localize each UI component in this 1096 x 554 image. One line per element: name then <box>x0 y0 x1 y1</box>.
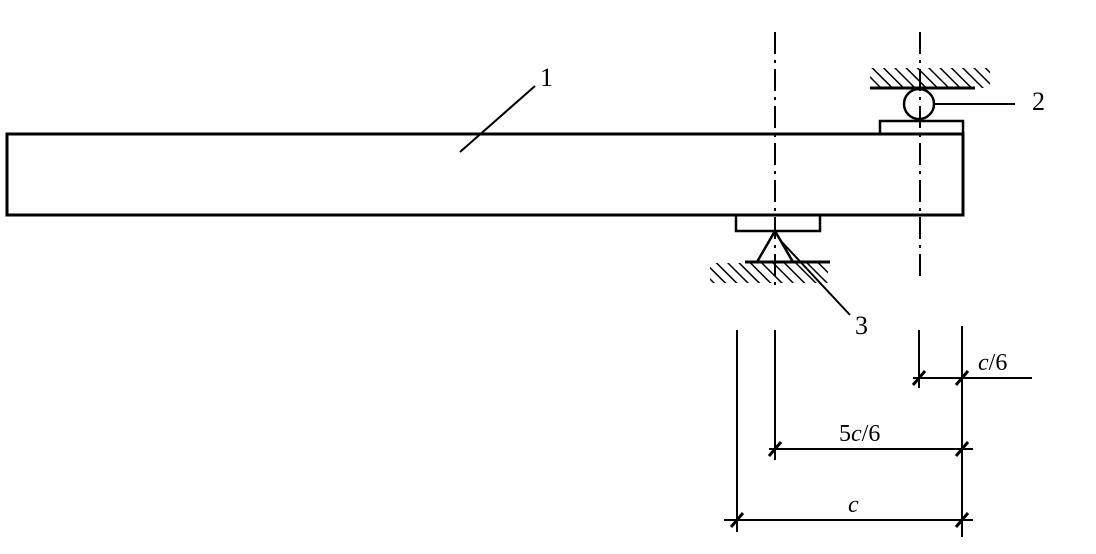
dim-label-five-c-sixth: 5c/6 <box>839 421 880 447</box>
roller-pad <box>878 119 965 136</box>
dimension-c: c <box>724 492 973 528</box>
leader-pivot <box>779 239 851 316</box>
leader-beam <box>459 85 536 153</box>
dim-label-c: c <box>848 492 859 518</box>
callout-pivot: 3 <box>855 311 868 340</box>
callout-beam: 1 <box>540 63 553 92</box>
beam <box>5 132 965 217</box>
roller-support <box>870 68 990 121</box>
pivot-support <box>710 228 830 283</box>
dimension-five-c-sixth: 5c/6 <box>767 421 973 457</box>
callout-roller: 2 <box>1032 87 1045 116</box>
pivot-pad <box>734 213 822 233</box>
dim-label-c-sixth: c/6 <box>978 350 1007 376</box>
dimension-c-sixth: c/6 <box>911 350 1032 386</box>
